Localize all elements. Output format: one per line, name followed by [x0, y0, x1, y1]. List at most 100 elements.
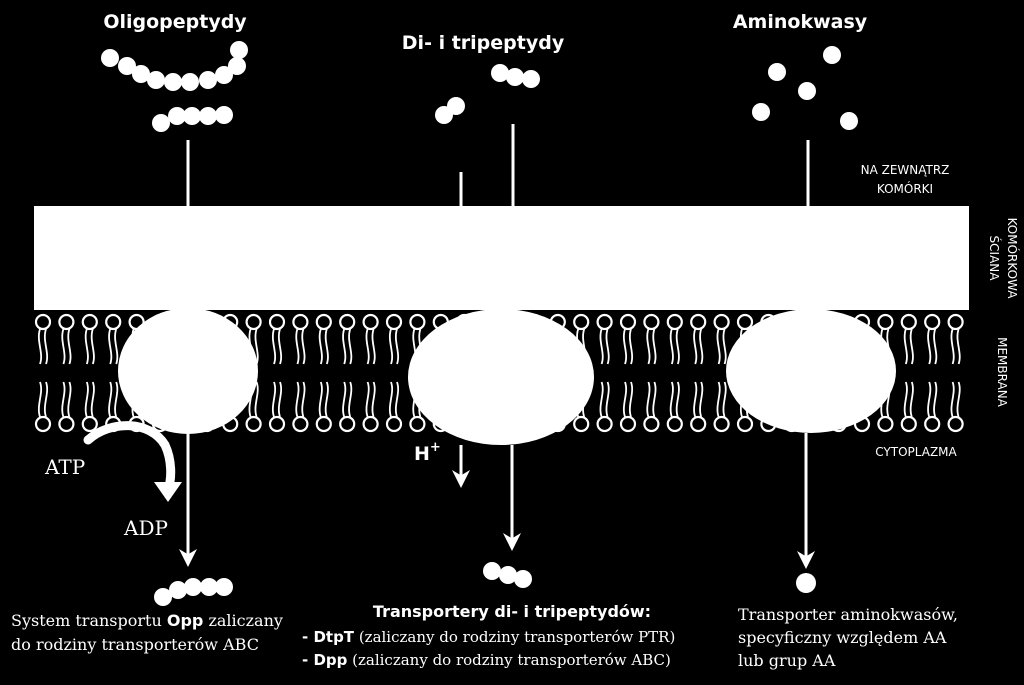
lipid-head [924, 313, 941, 331]
lipid-head [34, 313, 52, 331]
lipid-tail [605, 328, 610, 365]
lipid-tail [371, 381, 376, 418]
tripeptide-inside-icon [483, 562, 532, 588]
lipid-head [643, 415, 660, 433]
lipid-tail [318, 381, 323, 418]
lipid-head [877, 313, 894, 331]
lipid-head [339, 313, 356, 331]
lipid-tail [84, 381, 89, 418]
lipid-tail [628, 328, 634, 365]
lipid-head [900, 415, 917, 433]
lipid-tail [722, 381, 727, 418]
dipeptide-icon [435, 97, 465, 124]
lipid-tail [277, 381, 283, 418]
lipid-tail [699, 328, 704, 365]
lipid-tail [271, 328, 277, 365]
lipid-head [362, 313, 379, 331]
lipid-tail [90, 328, 95, 365]
lipid-head [245, 415, 262, 433]
lipid-head [596, 313, 613, 331]
lipid-head [947, 313, 964, 331]
header-oligopeptides: Oligopeptydy [103, 11, 247, 33]
lipid-tail [114, 328, 119, 365]
lipid-head [409, 313, 426, 331]
curved-arrow-icon [83, 421, 176, 495]
lipid-head [58, 313, 75, 331]
lipid-tail [37, 328, 43, 365]
lipid-head [292, 415, 309, 433]
amino-acid-inside-icon [796, 573, 816, 593]
lipid-head [315, 415, 332, 433]
lipid-tail [646, 381, 651, 418]
lipid-tail [903, 328, 908, 365]
header-amino-acids: Aminokwasy [733, 11, 868, 33]
lipid-head [924, 415, 941, 433]
curved-arrow-head-icon [154, 482, 182, 502]
lipid-tail [628, 381, 634, 418]
lipid-head [666, 415, 683, 433]
lipid-tail [90, 381, 95, 418]
lipid-tail [956, 328, 961, 365]
lipid-tail [933, 381, 938, 418]
lipid-tail [365, 328, 370, 365]
lipid-tail [37, 381, 43, 418]
label-wall-line2: KOMÓRKOWA [1005, 218, 1020, 300]
lipid-head [736, 313, 754, 331]
lipid-tail [348, 381, 353, 418]
caption-aa-line2: specyficzny względem AA [738, 628, 947, 647]
lipid-head [573, 313, 590, 331]
lipid-head [34, 415, 52, 433]
lipid-tail [365, 381, 370, 418]
lipid-tail [114, 381, 119, 418]
lipid-head [666, 313, 683, 331]
lipid-tail [394, 328, 400, 365]
lipid-tail [301, 328, 306, 365]
lipid-tail [652, 381, 657, 418]
label-membrane: MEMBRANA [995, 337, 1009, 408]
oligopeptide-short-chain-icon [152, 106, 233, 132]
lipid-head [105, 313, 122, 331]
lipid-head [268, 415, 286, 433]
lipid-tail [324, 381, 329, 418]
lipid-head [596, 415, 613, 433]
lipid-head [315, 313, 332, 331]
lipid-tail [622, 381, 628, 418]
entry-lines [186, 124, 810, 206]
lipid-tail [254, 381, 259, 418]
lipid-head [736, 415, 754, 433]
lipid-head [619, 415, 637, 433]
lipid-tail [295, 381, 300, 418]
lipid-tail [950, 381, 955, 418]
lipid-tail [927, 328, 932, 365]
lipid-tail [324, 328, 329, 365]
lipid-tail [318, 328, 323, 365]
label-outside-line2: KOMÓRKI [877, 181, 933, 196]
label-outside-line1: NA ZEWNĄTRZ [861, 163, 950, 177]
lipid-tail [599, 328, 604, 365]
lipid-head [643, 313, 660, 331]
lipid-tail [903, 381, 908, 418]
caption-ditri-item1: - DtpT (zaliczany do rodziny transporter… [302, 628, 675, 646]
lipid-tail [84, 328, 89, 365]
lipid-tail [277, 328, 283, 365]
lipid-tail [909, 381, 914, 418]
lipid-tail [348, 328, 353, 365]
lipid-head [385, 415, 403, 433]
amino-transporter-icon [726, 309, 896, 433]
opp-transporter-icon [118, 308, 258, 434]
caption-aa-line3: lub grup AA [738, 651, 836, 670]
lipid-tail [693, 328, 698, 365]
header-di-tripeptides: Di- i tripeptydy [402, 32, 565, 54]
lipid-tail [342, 381, 347, 418]
lipid-tail [599, 381, 604, 418]
lipid-head [81, 415, 98, 433]
lipid-tail [927, 381, 932, 418]
exit-arrows [179, 433, 815, 569]
label-cytoplasm: CYTOPLAZMA [875, 445, 957, 459]
caption-ditri-title: Transportery di- i tripeptydów: [373, 602, 651, 621]
lipid-tail [722, 328, 727, 365]
lipid-head [713, 313, 730, 331]
lipid-head [690, 415, 707, 433]
lipid-tail [108, 328, 113, 365]
